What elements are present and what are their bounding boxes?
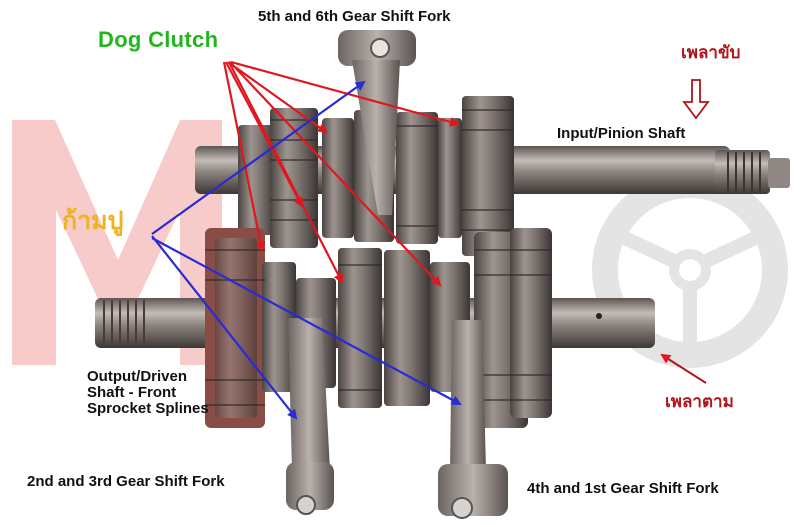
shift-fork-56-label: 5th and 6th Gear Shift Fork: [258, 8, 451, 25]
output-pointer-arrow: [660, 353, 707, 384]
output-shaft-label: Output/Driven Shaft - Front Sprocket Spl…: [87, 368, 209, 418]
dog-clutch-label: Dog Clutch: [98, 27, 219, 52]
input-shaft-label: Input/Pinion Shaft: [557, 125, 686, 142]
watermark-letter-m: [12, 120, 222, 365]
lower-gear-stack: [205, 228, 552, 428]
shift-fork-4th-1st: [438, 320, 508, 519]
shift-fork-23-label: 2nd and 3rd Gear Shift Fork: [27, 473, 225, 490]
thai-input-shaft-label: เพลาขับ: [681, 43, 741, 62]
thai-output-shaft-label: เพลาตาม: [665, 392, 734, 411]
watermark: [12, 120, 788, 368]
shift-fork-41-label: 4th and 1st Gear Shift Fork: [527, 480, 719, 497]
shift-fork-2nd-3rd: [286, 318, 334, 515]
down-arrow-icon: [682, 79, 710, 120]
thai-shift-fork-label: ก้ามปู: [62, 207, 124, 235]
shift-fork-arrows: [151, 80, 462, 420]
